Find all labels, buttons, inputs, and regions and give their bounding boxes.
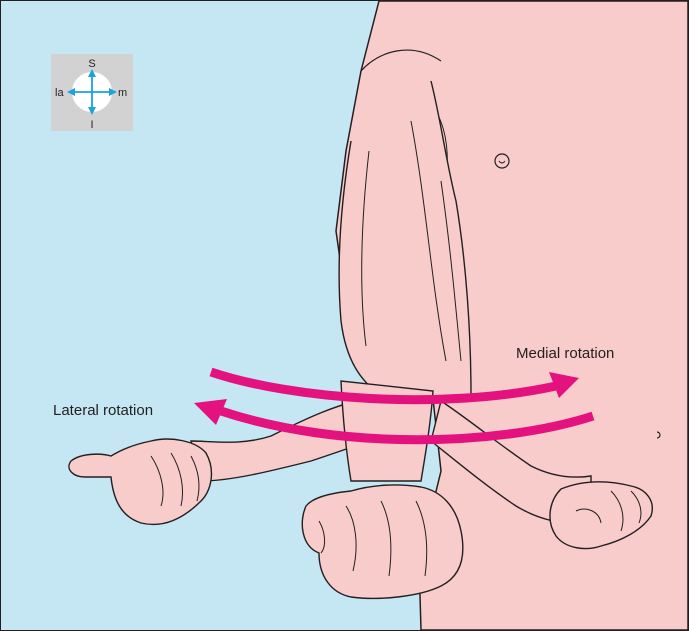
medial-rotation-label: Medial rotation [516, 345, 614, 362]
compass-inferior-label: I [90, 119, 93, 131]
compass-lateral-label: la [55, 87, 64, 99]
hand-center [302, 485, 463, 598]
orientation-compass: S I la m [51, 54, 133, 131]
compass-medial-label: m [118, 87, 127, 99]
compass-superior-label: S [88, 58, 95, 70]
lateral-rotation-label: Lateral rotation [53, 402, 153, 419]
